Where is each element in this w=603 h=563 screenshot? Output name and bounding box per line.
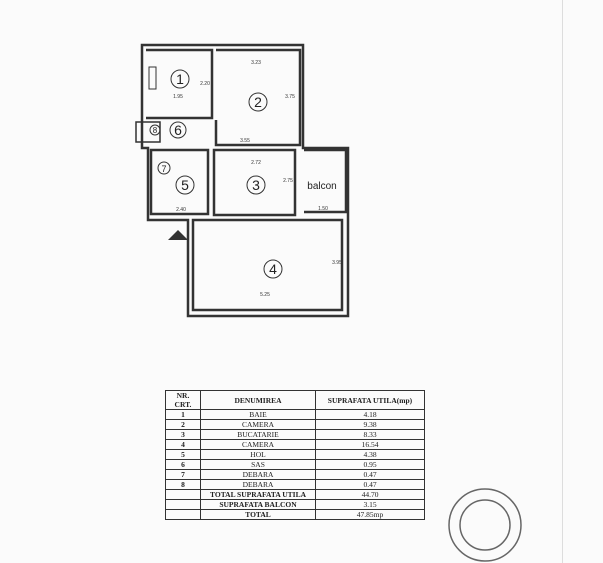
cell-nr: 3: [165, 429, 201, 440]
total-useful-value: 44.70: [315, 489, 425, 500]
header-area: SUPRAFATA UTILA(mp): [315, 390, 425, 410]
dim: 5.25: [260, 292, 270, 298]
wall-room3: [212, 148, 297, 217]
cell-name: BAIE: [200, 409, 316, 420]
room-8-label: 8: [153, 126, 158, 135]
cell-area: 0.95: [315, 459, 425, 470]
cell-area: 0.47: [315, 479, 425, 490]
entrance-arrow-icon: [168, 230, 188, 240]
cell-area: 8.33: [315, 429, 425, 440]
header-name: DENUMIREA: [200, 390, 316, 410]
cell-name: SAS: [200, 459, 316, 470]
dim: 3.95: [332, 260, 342, 266]
wall-outline: [140, 43, 350, 318]
total-useful-label: TOTAL SUPRAFATA UTILA: [200, 489, 316, 500]
dim: 1.50: [318, 206, 328, 212]
cell-nr: 8: [165, 479, 201, 490]
wall-balcony: [304, 148, 348, 214]
header-nr: NR. CRT.: [165, 390, 201, 410]
room-7-label: 7: [161, 164, 166, 174]
wall-room5: [149, 148, 210, 216]
area-table: NR. CRT. DENUMIREA SUPRAFATA UTILA(mp) 1…: [165, 390, 425, 520]
dim: 3.75: [285, 94, 295, 100]
balcony-area-label: SUPRAFATA BALCON: [200, 499, 316, 510]
cell-name: CAMERA: [200, 439, 316, 450]
dim: 3.55: [240, 138, 250, 144]
cell-nr: 7: [165, 469, 201, 480]
page-edge: [562, 0, 563, 563]
cell-name: HOL: [200, 449, 316, 460]
cell-nr: 1: [165, 409, 201, 420]
cell-area: 4.18: [315, 409, 425, 420]
dim: 3.23: [251, 60, 261, 66]
dim: 2.40: [176, 207, 186, 213]
dim: 2.20: [200, 81, 210, 87]
total-label: TOTAL: [200, 509, 316, 520]
room-3-label: 3: [252, 177, 260, 193]
cell-nr: 2: [165, 419, 201, 430]
wall-room2: [214, 48, 302, 147]
room-2-label: 2: [254, 94, 262, 110]
cell-name: DEBARA: [200, 479, 316, 490]
room-6-label: 6: [174, 122, 182, 138]
total-value: 47.85mp: [315, 509, 425, 520]
room-1-label: 1: [176, 71, 184, 87]
hatch: [148, 66, 157, 90]
dim: 2.72: [251, 160, 261, 166]
dim: 2.75: [283, 178, 293, 184]
cell-name: DEBARA: [200, 469, 316, 480]
dim: 1.95: [173, 94, 183, 100]
room-4-label: 4: [269, 261, 277, 277]
cell-area: 9.38: [315, 419, 425, 430]
cell-nr: 4: [165, 439, 201, 450]
cell-name: BUCATARIE: [200, 429, 316, 440]
wall-room4: [191, 218, 344, 312]
cell-nr: 5: [165, 449, 201, 460]
cell-area: 0.47: [315, 469, 425, 480]
cell-nr: 6: [165, 459, 201, 470]
balcony-area-value: 3.15: [315, 499, 425, 510]
wall-room1: [146, 48, 214, 120]
stamp: [448, 488, 522, 562]
cell-area: 4.38: [315, 449, 425, 460]
room-5-label: 5: [181, 177, 189, 193]
cell-area: 16.54: [315, 439, 425, 450]
wall-room8: [135, 121, 161, 143]
cell-name: CAMERA: [200, 419, 316, 430]
balcony-label: balcon: [307, 181, 336, 192]
